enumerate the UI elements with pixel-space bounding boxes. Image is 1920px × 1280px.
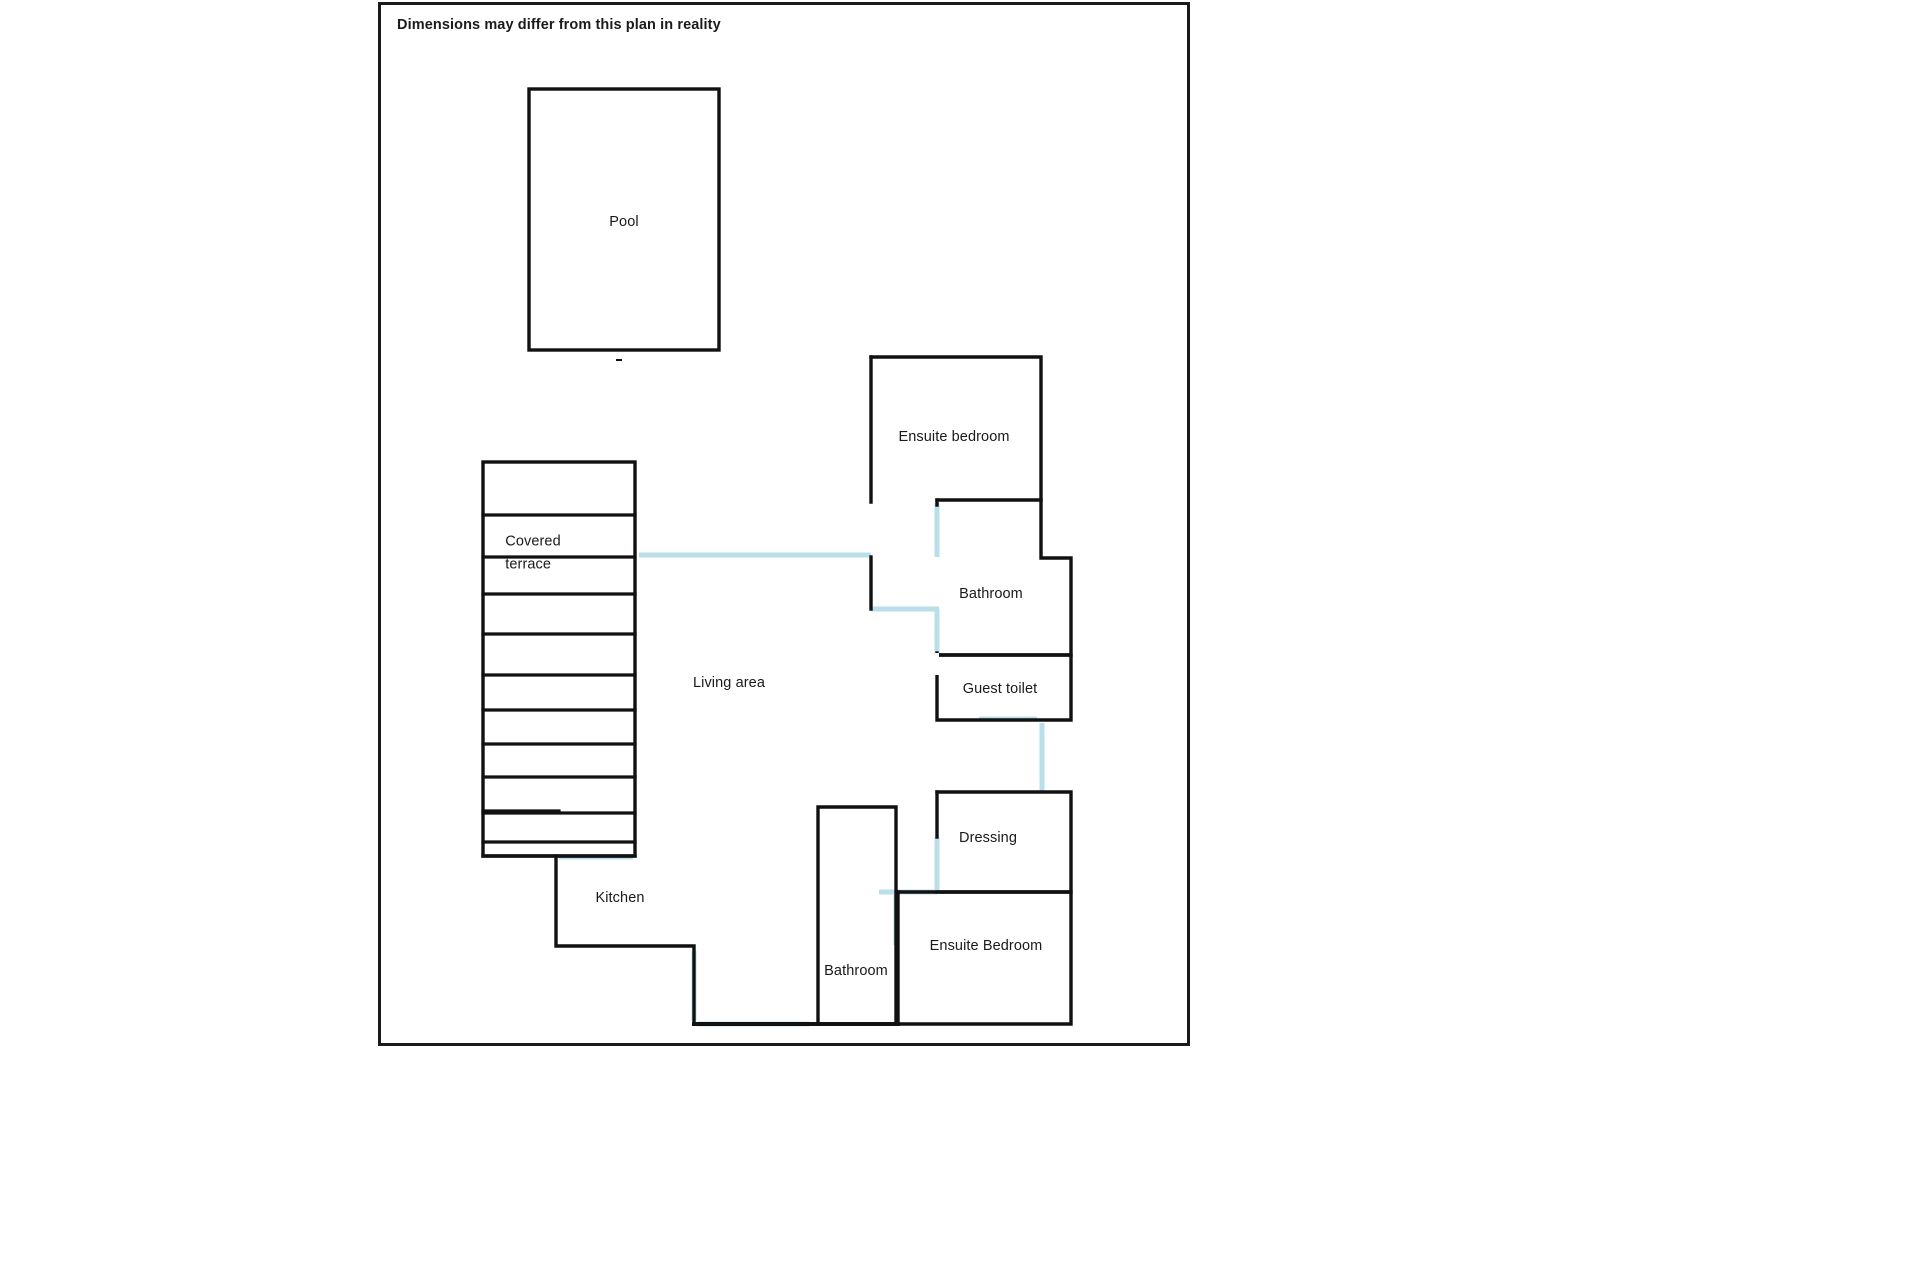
disclaimer-note: Dimensions may differ from this plan in … — [397, 17, 721, 33]
room-label-kitchen: Kitchen — [595, 890, 645, 906]
room-label-ensuite-bedroom-lower: Ensuite Bedroom — [929, 938, 1043, 954]
room-label-dressing: Dressing — [958, 830, 1018, 846]
pool-outline — [527, 87, 721, 352]
kitchen-outline — [554, 854, 696, 1026]
terrace-slats — [481, 513, 637, 844]
walls — [481, 87, 1073, 1026]
plan-frame: Dimensions may differ from this plan in … — [378, 2, 1190, 1046]
room-label-guest-toilet: Guest toilet — [962, 681, 1038, 697]
ensuite-bedroom-lower-outline — [896, 890, 1073, 1026]
guest-toilet-outline — [935, 653, 1073, 722]
plan-drawing — [481, 87, 1073, 1027]
ensuite-bedroom-upper-outline — [869, 355, 1043, 502]
room-label-pool: Pool — [609, 214, 639, 230]
covered-terrace-outline — [481, 460, 637, 858]
room-label-ensuite-bedroom-upper: Ensuite bedroom — [898, 429, 1010, 445]
room-label-living-area: Living area — [692, 675, 766, 691]
bathroom-upper-outline — [935, 498, 1073, 657]
room-label-covered-terrace-line2: terrace — [505, 557, 552, 573]
room-label-bathroom-lower: Bathroom — [824, 963, 888, 979]
bathroom-lower-outline — [816, 805, 898, 1026]
room-label-bathroom-upper: Bathroom — [959, 586, 1023, 602]
room-label-covered-terrace-line1: Covered — [505, 533, 561, 550]
room-label-covered-terrace: Covered terrace — [505, 531, 561, 578]
